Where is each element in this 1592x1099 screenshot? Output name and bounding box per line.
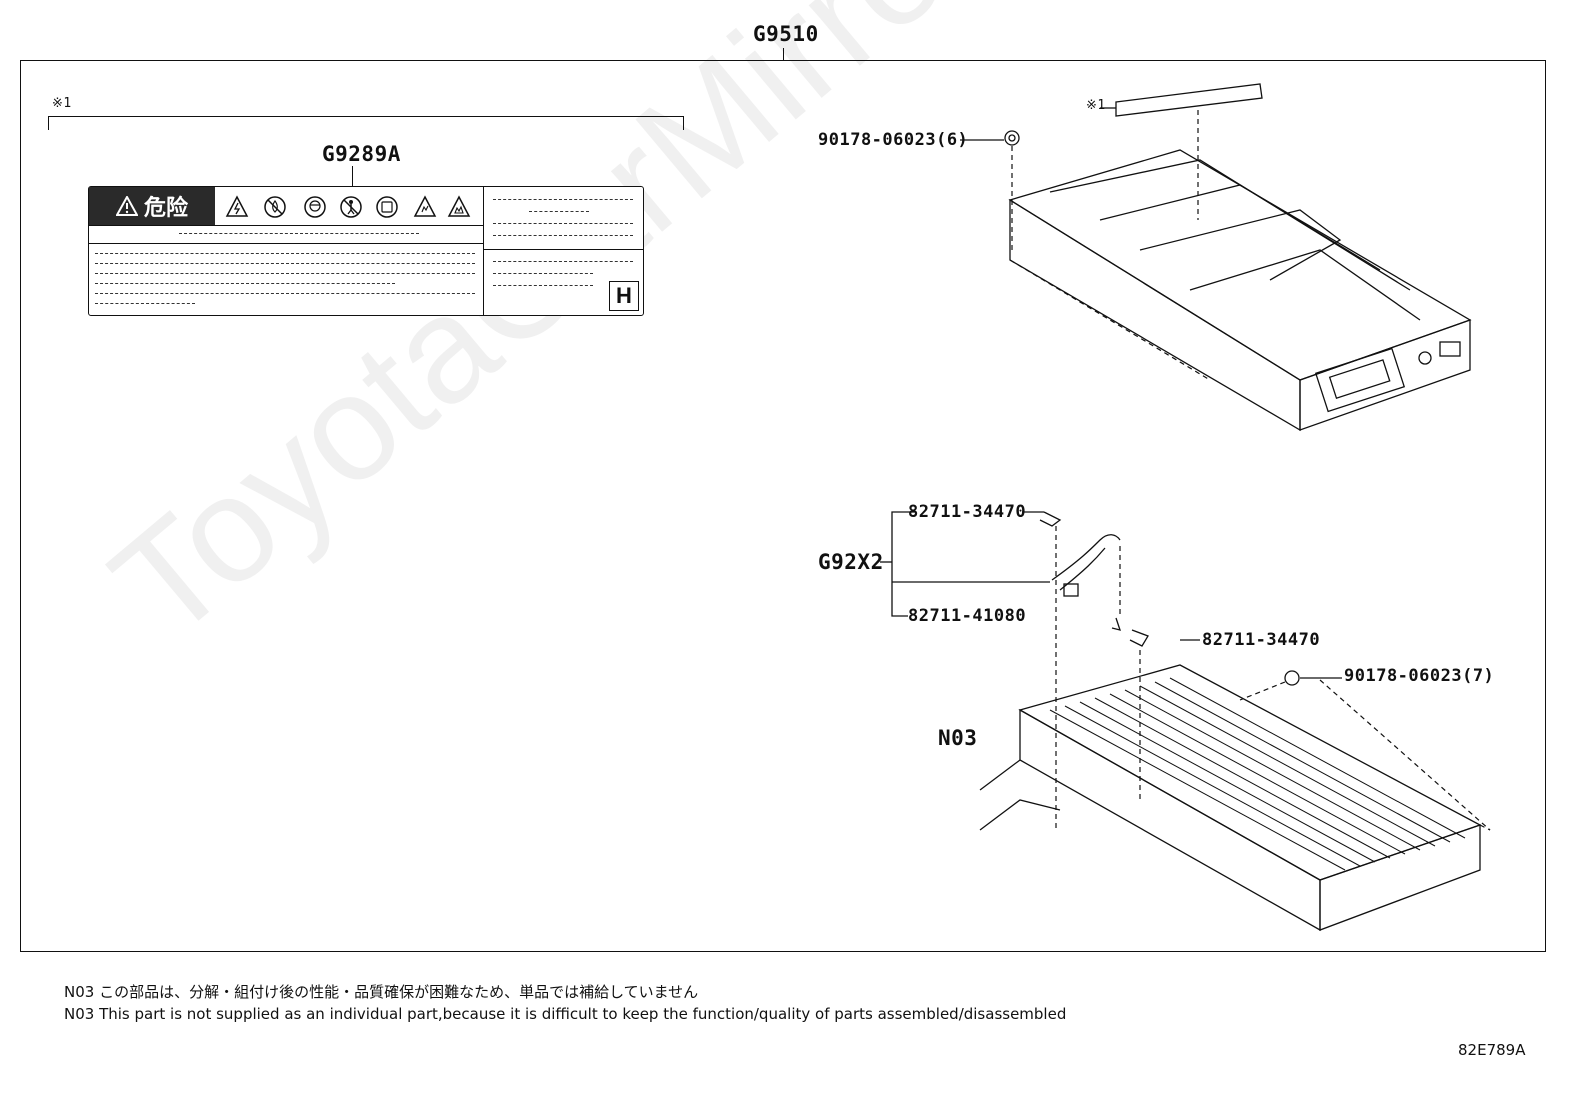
label-text-line <box>493 199 633 200</box>
label-leader-line <box>352 166 353 186</box>
manual-icon <box>376 196 398 218</box>
danger-text: 危险 <box>143 196 188 221</box>
note-bracket <box>48 116 684 130</box>
high-voltage-icon <box>225 195 249 217</box>
label-part-code[interactable]: G9289A <box>322 142 401 166</box>
note-marker-right: ※1 <box>1086 98 1106 113</box>
no-fire-icon <box>264 196 286 218</box>
label-text-line <box>95 283 395 284</box>
part-label-harness-upper[interactable]: 82711-34470 <box>908 502 1027 522</box>
label-row-divider <box>89 243 483 244</box>
assembly-leader-line <box>783 48 784 60</box>
label-text-line <box>493 261 633 262</box>
no-touch-icon <box>340 196 362 218</box>
explosion-warning-icon <box>413 195 437 217</box>
figure-reference: 82E789A <box>1458 1041 1526 1059</box>
danger-banner: 危险 <box>89 187 215 225</box>
diagram-frame <box>20 60 1546 952</box>
label-text-line <box>529 211 589 212</box>
cover-label-strip <box>1115 83 1263 117</box>
label-header-divider <box>89 225 483 226</box>
label-text-line <box>95 263 475 264</box>
cover-end-face <box>1299 319 1471 431</box>
label-text-line <box>493 235 633 236</box>
protective-gear-icon <box>304 196 326 218</box>
label-text-line <box>493 285 593 286</box>
part-label-harness-lower[interactable]: 82711-41080 <box>908 606 1027 626</box>
label-text-line <box>95 253 475 254</box>
label-text-line <box>493 223 633 224</box>
label-corner-letter: H <box>609 281 639 311</box>
harness-group-label[interactable]: G92X2 <box>818 550 884 574</box>
battery-cover-drawing <box>960 83 1472 432</box>
footnote-japanese: N03 この部品は、分解・組付け後の性能・品質確保が困難なため、単品では補給して… <box>64 983 699 1001</box>
label-text-line <box>95 273 475 274</box>
warning-triangle-icon <box>115 196 138 216</box>
module-end-face <box>1319 824 1481 931</box>
corrosive-warning-icon <box>447 195 471 217</box>
label-text-line <box>493 273 593 274</box>
module-top-face <box>1018 664 1482 881</box>
footnote-english: N03 This part is not supplied as an indi… <box>64 1005 1067 1023</box>
label-text-line <box>179 233 419 234</box>
warning-label: 危险 <box>88 186 644 316</box>
cover-front-face <box>1009 198 1301 432</box>
battery-module-drawing <box>880 511 1491 932</box>
part-label-nut-top[interactable]: 90178-06023(6) <box>818 130 969 150</box>
label-text-line <box>95 293 475 294</box>
part-label-harness-right[interactable]: 82711-34470 <box>1202 630 1321 650</box>
note-marker-left: ※1 <box>52 96 72 111</box>
label-right-divider <box>483 249 643 250</box>
assembly-code-label[interactable]: G9510 <box>753 22 819 46</box>
label-text-line <box>95 303 195 304</box>
part-label-nut-bottom[interactable]: 90178-06023(7) <box>1344 666 1495 686</box>
module-code-label[interactable]: N03 <box>938 726 978 750</box>
label-column-divider <box>483 187 484 315</box>
